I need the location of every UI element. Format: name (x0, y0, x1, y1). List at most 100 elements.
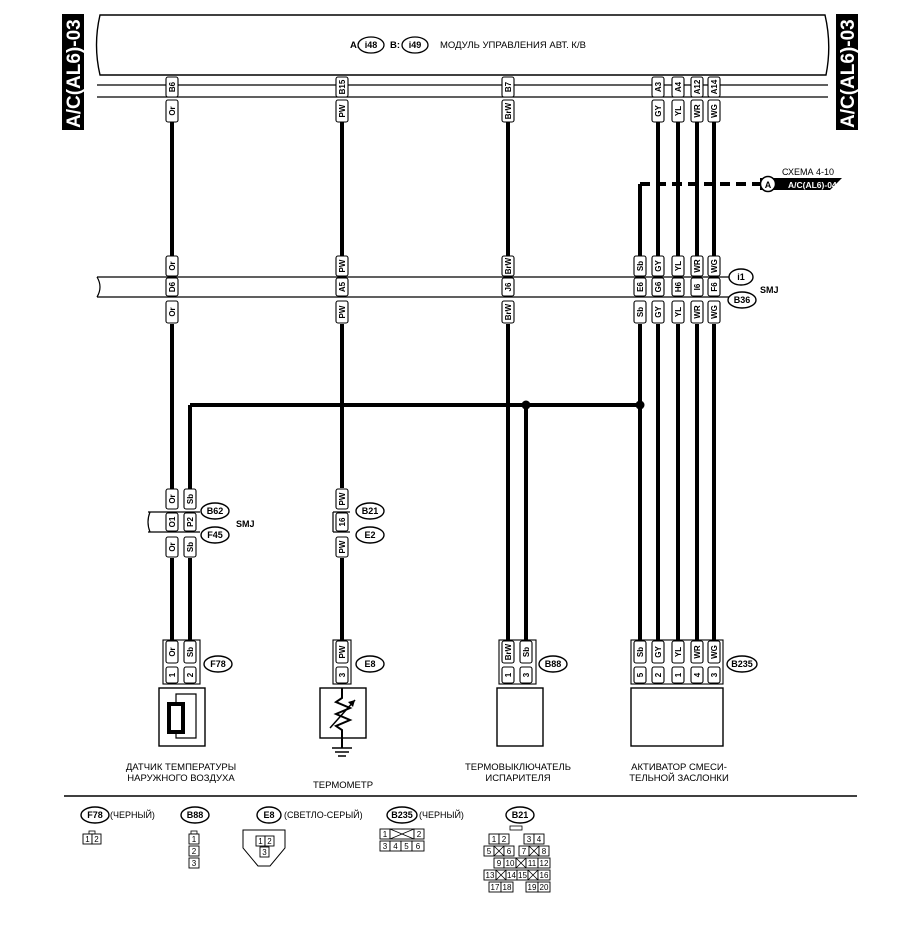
f78-conn: F78 (210, 659, 226, 669)
legend-b21-key (509, 825, 523, 831)
smj-pin-I6: I6 (693, 283, 702, 290)
module-pin-B15: B15 (338, 79, 347, 94)
legend-b88-pin-2: 2 (192, 847, 197, 856)
b21-conn-top: B21 (362, 506, 379, 516)
f78-pin-1: 1 (168, 672, 177, 677)
legend-b21-pin-7: 7 (522, 847, 527, 856)
smj-pin-F6-box (707, 277, 721, 297)
b88-connector-frame (498, 639, 537, 685)
legend-b21-x-d-mark (495, 869, 507, 881)
module-pin-B6: B6 (168, 81, 177, 92)
b235-color-2-box (651, 640, 665, 664)
smj-conn-bottom: B36 (734, 295, 751, 305)
module-pin-B7-box (501, 76, 515, 98)
thermoswitch-body (496, 687, 544, 747)
legend-e8-pin-3: 3 (262, 848, 267, 857)
b235-color-3: WG (710, 645, 719, 659)
legend-b21-conn: B21 (512, 810, 529, 820)
b21-conn-top-oval (355, 502, 385, 520)
b62-top-O1: Or (168, 494, 177, 503)
legend-b235-desc: (ЧЕРНЫЙ) (419, 809, 464, 820)
module-pin-A12: A12 (693, 79, 702, 94)
b235-color-4-box (690, 640, 704, 664)
legend-e8-pin-2-cell (264, 835, 275, 847)
side-tab-left-label: A/C(AL6)-03 (64, 19, 85, 128)
b88-pin-3: 3 (522, 672, 531, 677)
smj-top-E6: Sb (636, 261, 645, 271)
legend-b21-pin-13: 13 (486, 871, 495, 880)
b62-conn-bottom-oval (200, 526, 230, 544)
legend-b21-pin-1: 1 (492, 835, 497, 844)
b62-conn-top-oval (200, 502, 230, 520)
legend-b235-pin-5: 5 (404, 842, 409, 851)
junction-b88 (521, 400, 531, 410)
module-pin-B15-box (335, 76, 349, 98)
b235-color-3-box (707, 640, 721, 664)
module-pin-color-B7: BrW (504, 102, 513, 119)
scheme-ref-marker: A (765, 180, 772, 190)
e8-label-1: ТЕРМОМЕТР (313, 780, 373, 791)
smj-pin-F6: F6 (710, 282, 719, 292)
smj-pin-G6-box (651, 277, 665, 297)
smj-bottom-G6-box (651, 300, 665, 324)
legend-b21-pin-10: 10 (506, 859, 515, 868)
legend-b21-x-c-mark (515, 857, 527, 869)
smj-conn-top: i1 (737, 272, 745, 282)
control-module: A: i48 B: i49 МОДУЛЬ УПРАВЛЕНИЯ АВТ. К/В (95, 14, 830, 98)
legend-b21-x-e-mark (527, 869, 539, 881)
legend-b235-pin-6-cell (411, 840, 425, 852)
b235-pin-3-box (707, 666, 721, 684)
b21-bottom-16: PW (338, 540, 347, 553)
smj-pin-E6: E6 (636, 282, 645, 292)
smj-bottom-A5: PW (338, 305, 347, 318)
legend-b235-conn: B235 (391, 810, 413, 820)
f78-pin-1-box (165, 666, 179, 684)
legend-e8-conn-oval (256, 806, 282, 824)
b62-pin-P2: P2 (186, 517, 195, 527)
legend-f78-key (88, 830, 96, 835)
b62-pin-O1: O1 (168, 516, 177, 527)
legend-b88-pin-1-cell (188, 833, 200, 845)
smj-top-G6: GY (654, 260, 663, 272)
legend-b21-pin-17: 17 (491, 883, 500, 892)
smj-conn-top-oval (728, 268, 754, 286)
b88-pin-1-box (501, 666, 515, 684)
legend-f78-desc: (ЧЕРНЫЙ) (110, 809, 155, 820)
b88-color-1-box (501, 640, 515, 664)
thermometer-arrowhead (348, 700, 355, 707)
smj-bottom-F6-box (707, 300, 721, 324)
b21-pin-16-box (335, 512, 349, 532)
legend-b88-pin-1: 1 (192, 835, 197, 844)
smj-bottom-A5-box (335, 300, 349, 324)
smj-bottom-F6: WG (710, 305, 719, 319)
b235-pin-2-box (651, 666, 665, 684)
b88-pin-3-box (519, 666, 533, 684)
smj-top-D6: Or (168, 261, 177, 270)
f78-pin-2: 2 (186, 672, 195, 677)
module-pin-color-A3-box (651, 99, 665, 123)
smj-bottom-H6: YL (674, 307, 683, 317)
smj-bus-left-edge (96, 276, 101, 298)
b235-color-5: Sb (636, 647, 645, 657)
b62-bottom-P2: Sb (186, 542, 195, 552)
legend-f78-pin-2: 2 (94, 835, 99, 844)
legend-f78-conn: F78 (87, 810, 103, 820)
scheme-ref-arrow (760, 178, 842, 190)
b88-color-1: BrW (504, 643, 513, 660)
module-pin-B6-box (165, 76, 179, 98)
smj-bottom-I6: WR (693, 305, 702, 319)
thermometer-resistor (333, 688, 353, 748)
scheme-ref-marker-circle (759, 175, 777, 193)
legend-b21-pin-9: 9 (497, 859, 502, 868)
legend-e8-pin-2: 2 (267, 837, 272, 846)
module-pin-color-B15-box (335, 99, 349, 123)
smj-top-A5-box (335, 255, 349, 277)
smj-top-F6: WG (710, 259, 719, 273)
legend-b21-pin-2-cell (498, 833, 510, 845)
e8-pin-3: 3 (338, 672, 347, 677)
smj-pin-A5-box (335, 277, 349, 297)
smj-pin-E6-box (633, 277, 647, 297)
legend-b21-pin-4-cell (533, 833, 545, 845)
scheme-ref-text: СХЕМА 4-10 (782, 167, 834, 177)
